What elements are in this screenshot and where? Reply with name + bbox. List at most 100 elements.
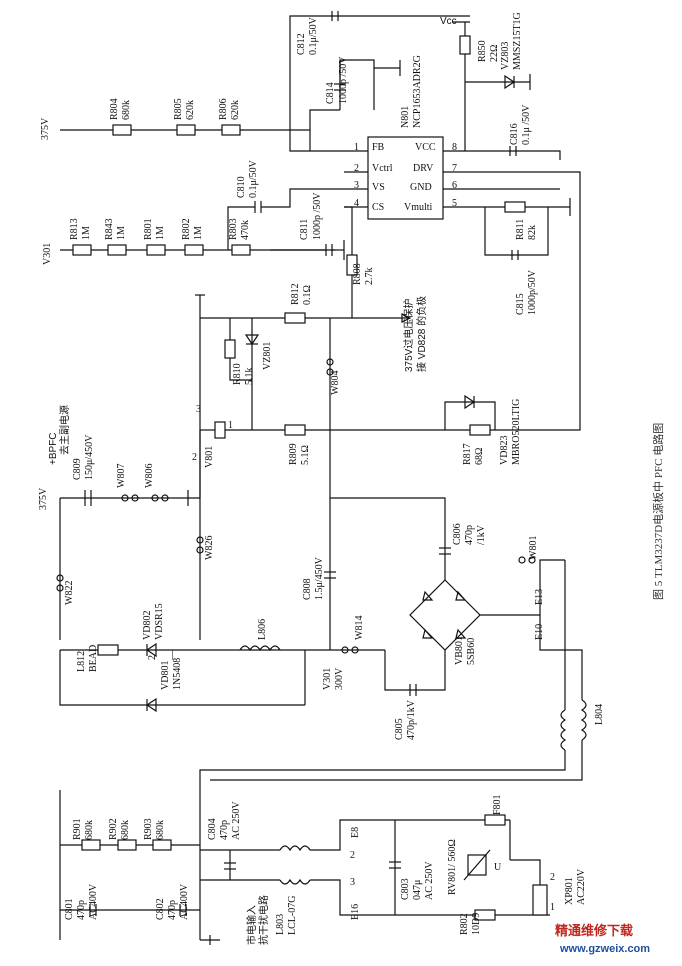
watermark-url: www.gzweix.com (559, 943, 650, 955)
c809-value: 150μ/450V (84, 434, 95, 480)
vd802-pin-minus: — (167, 649, 178, 661)
mains-input-line2: 抗干扰电路 (257, 895, 270, 945)
ovp-note-line2: 接 VD828 的负极 (415, 296, 428, 372)
c802-rating: AC400V (179, 883, 190, 920)
e16-ref: E16 (350, 904, 361, 920)
r850-value: 22Ω (489, 45, 500, 62)
ic-part: NCP1653ADR2G (412, 55, 423, 128)
r901-ref: R901 (72, 818, 83, 840)
c814-ref: C814 (325, 82, 336, 104)
input-filter: L804 C801 470p AC400V (59, 649, 605, 945)
r810-value: 5.1k (244, 368, 255, 386)
v301-value: 300V (334, 667, 345, 690)
w826-ref: W826 (204, 536, 215, 560)
r901-value: 680k (84, 820, 95, 840)
bpfc-output: 375V +BPFC 去主副电源 C809 150μ/450V W807 W80… (38, 405, 201, 640)
vd802-part: VDSR15 (154, 603, 165, 640)
c811-ref: C811 (299, 219, 310, 240)
r902-ref: R902 (108, 818, 119, 840)
c816-value: 0.1μ /50V (521, 104, 532, 145)
v301-ref: V301 (322, 668, 333, 690)
xp801-value: AC220V (576, 868, 587, 905)
r806-value: 620k (230, 100, 241, 120)
vd801-part: 1N5408 (172, 658, 183, 690)
f801-ref: F801 (492, 794, 503, 815)
e8-pin: 2 (350, 850, 355, 861)
figure-caption: 图 5 TLM3237D电源板中 PFC 电路图 (651, 423, 665, 600)
c801-ref: C801 (64, 898, 75, 920)
bus-375v-top: 375V (40, 117, 51, 140)
r811-value: 82k (527, 225, 538, 240)
ic-body (367, 136, 444, 220)
vcc-label: Vcc (440, 16, 457, 27)
l804-ref: L804 (594, 704, 605, 725)
r805-ref: R805 (173, 98, 184, 120)
ic-n801: FB Vctrl VS CS VCC DRV GND Vmulti 1 2 3 … (344, 55, 470, 220)
w801-ref: W801 (528, 536, 539, 560)
to-main-supply: 去主副电源 (58, 405, 71, 455)
vcc-network: Vcc R850 22Ω VZ803 MMSZ15T1G C816 0.1μ /… (440, 12, 561, 160)
vd801-ref: VD801 (160, 661, 171, 690)
c808-ref: C808 (302, 578, 313, 600)
bridge-vb801: C806 470p /1kV VB801 5SB60 C805 470p/1kV… (330, 497, 566, 740)
vb801-part: 5SB60 (466, 638, 477, 665)
c814-value: 1000p /50V (338, 56, 349, 104)
pin-vcc: VCC (415, 142, 436, 153)
l806-ref: L806 (257, 619, 268, 640)
c803-value: 047μ (412, 880, 423, 900)
xp801-pin-2: 2 (550, 872, 555, 883)
ovp-note-line1: 375V过电压保护 (402, 299, 415, 372)
c803-ref: C803 (400, 878, 411, 900)
rv801-u: U (494, 862, 502, 873)
c806-ref: C806 (452, 523, 463, 545)
c806-value2: /1kV (476, 524, 487, 545)
c803-rating: AC 250V (424, 861, 435, 900)
c802-value: 470p (167, 900, 178, 920)
r810-ref: R810 (232, 363, 243, 385)
r903-value: 680k (155, 820, 166, 840)
watermark-name: 精通维修下载 (555, 923, 633, 938)
vz803-part: MMSZ15T1G (512, 12, 523, 70)
l812-ref: L812 (76, 651, 87, 672)
w804-ref: W804 (330, 371, 341, 395)
pin-num-1: 1 (354, 142, 359, 153)
pin-num-2: 2 (354, 163, 359, 174)
e10-ref: E10 (534, 624, 545, 640)
r817-ref: R817 (462, 443, 473, 465)
c812-value: 0.1μ/50V (308, 16, 319, 55)
c815-ref: C815 (515, 293, 526, 315)
vd823-ref: VD823 (499, 436, 510, 465)
vd823-part: MBRO520LTIG (511, 399, 522, 465)
power-stage: L812 BEAD VD802 VDSR15 VD801 1N5408 L806… (59, 498, 385, 713)
vd802-ref: VD802 (142, 611, 153, 640)
vd823-network: VD823 MBRO520LTIG R817 68Ω (444, 394, 522, 465)
pin-num-4: 4 (354, 198, 359, 209)
c810-ref: C810 (236, 176, 247, 198)
c808-value: 1.5μ/450V (314, 556, 325, 600)
vz801-ref: VZ801 (262, 342, 273, 370)
pin-vmulti: Vmulti (404, 202, 433, 213)
r903-ref: R903 (143, 818, 154, 840)
e13-ref: E13 (534, 589, 545, 605)
r802-ref: R802 (181, 218, 192, 240)
r803-value: 470k (240, 220, 251, 240)
c806-value1: 470p (464, 525, 475, 545)
e8-ref: E8 (350, 827, 361, 838)
pin-vs: VS (372, 182, 385, 193)
r806-ref: R806 (218, 98, 229, 120)
w806-ref: W806 (144, 464, 155, 488)
r802b-part: 10D9 (471, 913, 482, 935)
c811-value: 1000p /50V (312, 192, 323, 240)
bus-375v-mid: 375V (38, 487, 49, 510)
r804-value: 680k (121, 100, 132, 120)
pin-gnd: GND (410, 182, 432, 193)
c802-ref: C802 (155, 898, 166, 920)
w807-ref: W807 (116, 464, 127, 488)
mains-input-line1: 市电输入 (245, 905, 258, 945)
r808-ref: R808 (352, 263, 363, 285)
drv-gnd-network: R811 82k C815 1000p/50V (254, 171, 581, 431)
c805-ref: C805 (394, 718, 405, 740)
mosfet-pin-1: 1 (228, 420, 233, 431)
